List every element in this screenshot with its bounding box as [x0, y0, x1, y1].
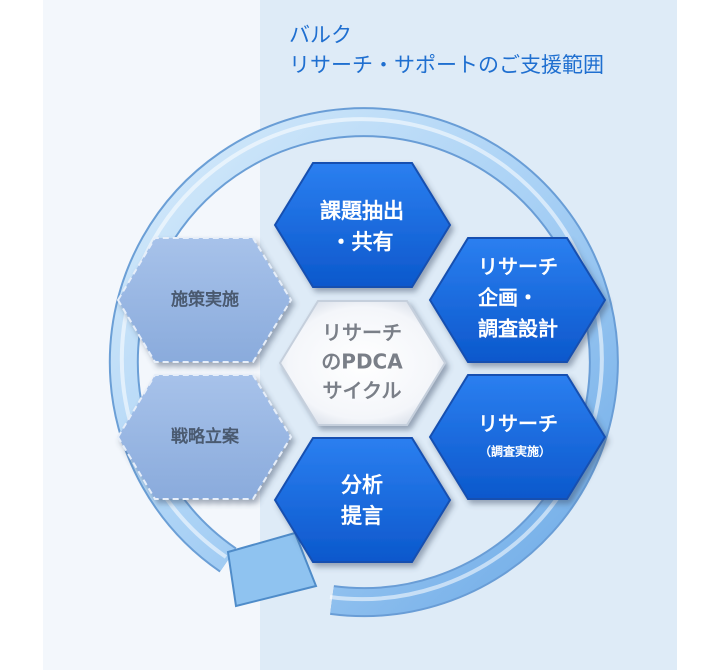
hex-plan	[428, 237, 607, 363]
step-plan-line-1: リサーチ	[478, 255, 558, 279]
title-line-2: リサーチ・サポートのご支援範囲	[289, 53, 604, 77]
step-plan-line-3: 調査設計	[478, 317, 558, 341]
hex-extract	[273, 162, 452, 288]
hex-execute	[428, 374, 607, 500]
center-line-3: サイクル	[323, 379, 402, 403]
step-measures-label: 施策実施	[171, 289, 239, 310]
title-line-1: バルク	[289, 23, 352, 47]
hex-measures	[116, 237, 293, 363]
step-execute-line-1: リサーチ	[478, 412, 558, 436]
step-strategy-label: 戦略立案	[171, 426, 240, 447]
center-line-1: リサーチ	[322, 321, 402, 345]
center-line-2: のPDCA	[321, 350, 403, 374]
step-analyze-line-2: 提言	[341, 504, 383, 528]
diagram-title: バルク リサーチ・サポートのご支援範囲	[289, 20, 604, 80]
step-extract-line-1: 課題抽出	[320, 199, 404, 223]
hex-strategy	[116, 374, 293, 500]
step-extract-line-2: ・共有	[331, 230, 394, 254]
step-analyze-line-1: 分析	[341, 473, 383, 497]
hex-center	[278, 300, 447, 426]
step-execute-sub: （調査実施）	[479, 444, 551, 459]
hex-analyze	[273, 437, 452, 563]
step-plan-line-2: 企画・	[477, 286, 538, 310]
cycle-ring-arrow	[108, 107, 619, 618]
